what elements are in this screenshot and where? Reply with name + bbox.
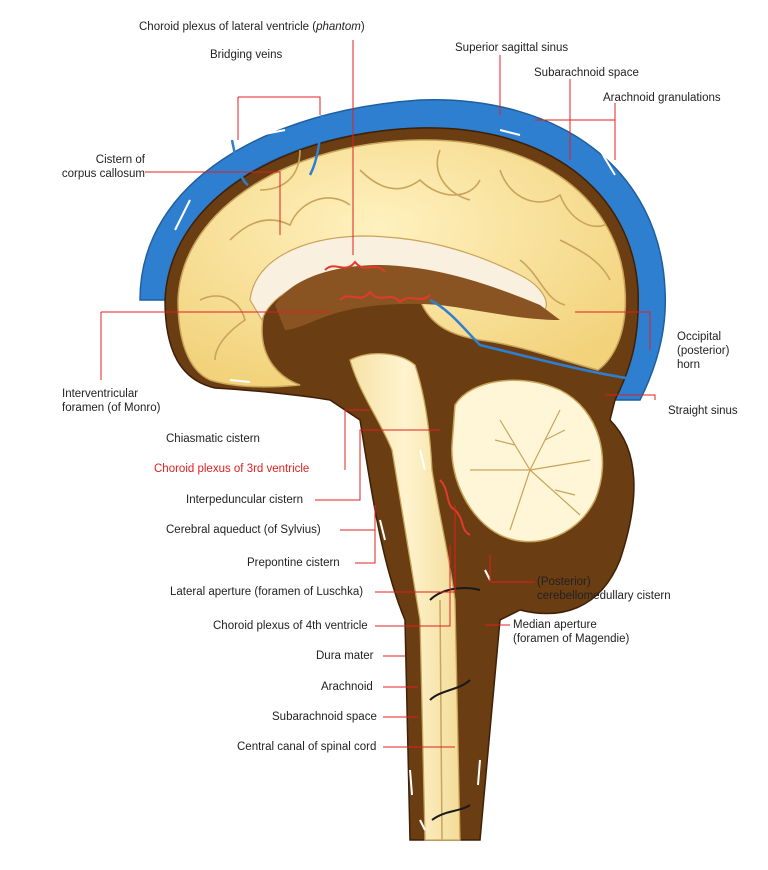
label-straight-sinus: Straight sinus <box>668 405 738 417</box>
label-occipital-line2: (posterior) <box>677 345 730 357</box>
label-bridging-veins: Bridging veins <box>210 49 283 61</box>
label-occipital-line1: Occipital <box>677 331 722 343</box>
label-lateral-aperture: Lateral aperture (foramen of Luschka) <box>170 586 364 598</box>
label-central-canal: Central canal of spinal cord <box>237 741 377 753</box>
label-interventricular-foramen: Interventricular foramen (of Monro) <box>62 387 160 415</box>
brainstem-spinal-cord <box>349 353 461 841</box>
label-dura-mater: Dura mater <box>316 650 374 662</box>
label-occipital-line3: horn <box>677 359 701 371</box>
label-occipital-horn: Occipital (posterior) horn <box>677 330 729 372</box>
label-chiasmatic-cistern: Chiasmatic cistern <box>166 433 260 445</box>
label-arachnoid: Arachnoid <box>321 681 373 693</box>
central-canal <box>439 599 443 841</box>
label-magendie-line2: (foramen of Magendie) <box>513 633 630 645</box>
label-choroid-lateral-italic: phantom <box>316 21 361 33</box>
label-subarachnoid-space-bottom: Subarachnoid space <box>272 711 377 723</box>
label-cmc-line1: (Posterior) <box>537 576 591 588</box>
gyri-outlines <box>199 149 611 361</box>
label-cerebral-aqueduct: Cerebral aqueduct (of Sylvius) <box>166 524 321 536</box>
label-arachnoid-granulations: Arachnoid granulations <box>603 92 721 104</box>
veins <box>230 114 641 382</box>
label-subarachnoid-space-top: Subarachnoid space <box>534 67 639 79</box>
label-choroid-4th-ventricle: Choroid plexus of 4th ventricle <box>213 620 368 632</box>
label-choroid-lateral-suffix: ) <box>360 21 365 33</box>
label-choroid-lateral-prefix: Choroid plexus of lateral ventricle ( <box>139 21 317 33</box>
leader-lines <box>100 40 656 748</box>
label-cistern-cc-line2: corpus callosum <box>61 168 145 180</box>
cerebellum <box>451 379 604 543</box>
label-magendie-line1: Median aperture <box>513 619 597 631</box>
label-superior-sagittal-sinus: Superior sagittal sinus <box>455 42 569 54</box>
label-interpeduncular-cistern: Interpeduncular cistern <box>186 494 303 506</box>
label-prepontine-cistern: Prepontine cistern <box>247 557 340 569</box>
label-ivf-line1: Interventricular <box>62 388 139 400</box>
label-cerebellomedullary-cistern: (Posterior) cerebellomedullary cistern <box>537 575 671 603</box>
arachnoid-lines <box>429 587 481 821</box>
label-cistern-cc-line1: Cistern of <box>95 154 145 166</box>
label-ivf-line2: foramen (of Monro) <box>62 402 161 414</box>
lateral-ventricle <box>275 265 560 330</box>
label-choroid-lateral: Choroid plexus of lateral ventricle (pha… <box>139 20 365 34</box>
label-median-aperture: Median aperture (foramen of Magendie) <box>513 618 629 646</box>
label-cistern-corpus-callosum: Cistern of corpus callosum <box>45 153 145 181</box>
flow-arrows <box>174 129 616 831</box>
label-cmc-line2: cerebellomedullary cistern <box>537 590 671 602</box>
label-choroid-3rd-ventricle: Choroid plexus of 3rd ventricle <box>154 463 310 475</box>
